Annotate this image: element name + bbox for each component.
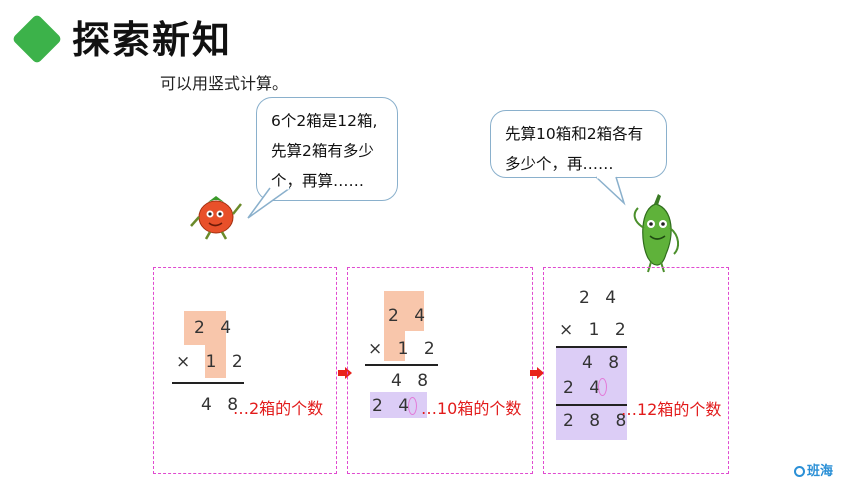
highlight-multiplier-digit xyxy=(384,331,405,361)
speech-bubble-right: 先算10箱和2箱各有 多少个，再…… xyxy=(490,110,667,178)
multiplier: × 1 2 xyxy=(368,339,440,359)
arrow-right-icon xyxy=(338,367,352,379)
speech-bubble-left: 6个2箱是12箱, 先算2箱有多少 个，再算…… xyxy=(256,97,398,201)
bubble-tail-right xyxy=(595,175,626,206)
bubble-line: 多少个，再…… xyxy=(505,155,614,173)
bubble-line: 个，再算…… xyxy=(271,172,365,190)
highlight-multiplier-digit xyxy=(205,345,226,378)
bubble-line: 先算10箱和2箱各有 xyxy=(505,125,644,143)
placeholder-ellipse xyxy=(408,397,417,415)
calc-line xyxy=(556,346,627,348)
step-box-3 xyxy=(543,267,729,474)
multiplicand: 2 4 xyxy=(194,318,237,338)
highlight-partial-2 xyxy=(370,392,427,418)
partial-product-2: 2 4 xyxy=(563,378,606,398)
highlight-result-area xyxy=(556,348,627,440)
green-diamond-icon xyxy=(11,13,63,65)
circle-logo-icon xyxy=(794,466,805,477)
tomato-character-icon xyxy=(190,196,242,240)
partial-product-2: 2 4 xyxy=(372,396,415,416)
calc-line xyxy=(172,382,244,384)
step-box-1 xyxy=(153,267,337,474)
page-title: 探索新知 xyxy=(72,18,233,62)
multiplicand: 2 4 xyxy=(579,288,622,308)
logo-text: 班海 xyxy=(807,464,834,479)
bubble-line: 6个2箱是12箱, xyxy=(271,112,378,130)
multiplicand: 2 4 xyxy=(388,306,431,326)
highlight-multiplicand xyxy=(184,311,226,345)
arrow-right-icon xyxy=(530,367,544,379)
partial-product: 4 8 xyxy=(201,395,244,415)
brand-logo: 班海 xyxy=(794,460,833,479)
step-box-2 xyxy=(347,267,533,474)
step-note: …10箱的个数 xyxy=(421,399,522,418)
step-note: …12箱的个数 xyxy=(621,400,722,419)
bubble-tail-left xyxy=(247,186,291,219)
partial-product-1: 4 8 xyxy=(582,353,625,373)
bubble-line: 先算2箱有多少 xyxy=(271,142,374,160)
pepper-character-icon xyxy=(633,194,680,273)
placeholder-ellipse xyxy=(598,378,607,396)
step-note: …2箱的个数 xyxy=(233,399,324,418)
calc-line xyxy=(365,364,438,366)
highlight-multiplicand xyxy=(384,291,424,331)
partial-product-1: 4 8 xyxy=(391,371,434,391)
final-product: 2 8 8 xyxy=(563,411,632,431)
multiplier: × 1 2 xyxy=(559,320,631,340)
calc-line xyxy=(556,404,627,406)
multiplier: × 1 2 xyxy=(176,352,248,372)
page-subtitle: 可以用竖式计算。 xyxy=(160,74,289,93)
